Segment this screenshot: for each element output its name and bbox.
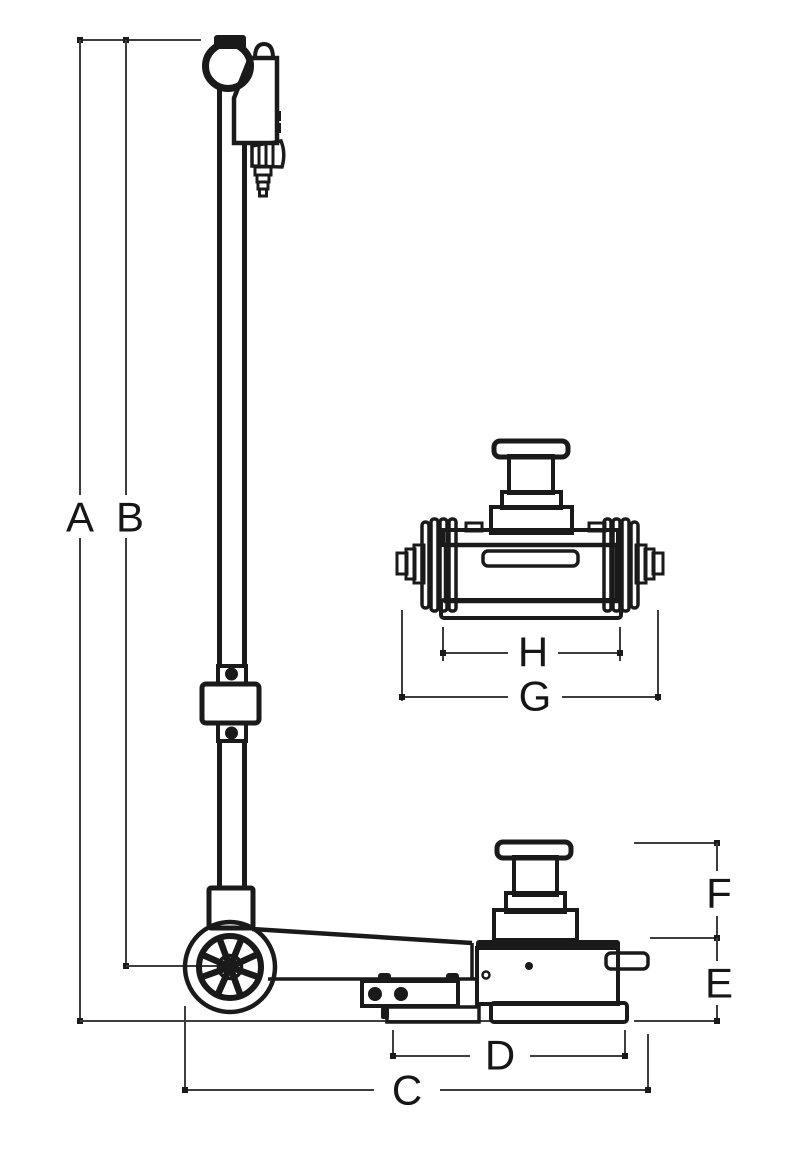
bracket-bolt [394, 987, 408, 1001]
right-axle [634, 543, 665, 585]
right-wheel-front [602, 517, 640, 613]
dimension-C: C [182, 1006, 651, 1114]
body-dot [525, 962, 533, 970]
dimension-label-A: A [66, 494, 94, 541]
handle-tube-upper [217, 88, 247, 668]
bracket-bolt [368, 987, 382, 1001]
grip-top-cap [214, 35, 246, 49]
bracket-tab [446, 973, 459, 982]
dimension-label-B: B [116, 494, 144, 541]
left-axle [395, 543, 426, 585]
valve-dome [253, 41, 275, 59]
saddle-side [492, 839, 579, 942]
jack-front-view [395, 438, 665, 620]
wheel-axle-ring [216, 953, 244, 981]
saddle-stem [512, 855, 559, 897]
valve-ridge [275, 123, 281, 133]
saddle-cap [491, 438, 571, 460]
saddle-cap [494, 839, 574, 861]
jack-body-side [475, 940, 650, 1024]
lower-lock-pin [225, 726, 238, 740]
lift-arm-top-edge [251, 926, 473, 946]
wheel-tire [182, 919, 278, 1015]
handle-socket [206, 885, 256, 931]
dimension-G: G [399, 610, 661, 720]
chassis-base-plate [385, 1005, 481, 1024]
dimension-A: A [66, 37, 628, 1024]
dimension-D: D [390, 1030, 628, 1079]
body-shell [475, 946, 620, 1006]
lower-collar [216, 721, 248, 743]
front-body-shell [443, 542, 620, 604]
dimension-H: H [440, 627, 623, 676]
arm-pivot-pin [481, 970, 491, 980]
coupling-block [199, 681, 262, 726]
saddle-stem [507, 454, 555, 495]
dimension-label-D: D [485, 1032, 515, 1079]
handle-grip-ring [202, 40, 254, 92]
collar-bump [464, 521, 484, 533]
dimension-label-G: G [519, 673, 552, 720]
handle-tube-lower [217, 741, 247, 890]
saddle-ext-block-2 [492, 908, 579, 942]
wheel-hub-rim [196, 933, 264, 1001]
saddle-front [489, 438, 574, 535]
wheel-axle-center [225, 962, 235, 972]
dimension-F: F [634, 840, 732, 938]
dimension-label-C: C [392, 1067, 422, 1114]
bracket-tab [378, 973, 391, 982]
valve-body [231, 55, 280, 146]
dimension-label-H: H [518, 629, 548, 676]
front-wheel [182, 919, 278, 1015]
left-wheel-front [420, 517, 458, 613]
upper-lock-pin [225, 667, 238, 681]
valve-ridge [275, 111, 281, 121]
front-body-slot [481, 549, 580, 568]
dimension-label-F: F [706, 870, 732, 917]
handle-control-head [202, 35, 286, 198]
dimension-E: E [634, 935, 733, 1024]
dimension-label-E: E [705, 960, 733, 1007]
wheel-spokes [200, 938, 260, 996]
air-coupler-knob [250, 139, 286, 169]
chassis-and-arm [251, 926, 481, 1024]
jack-side-view [182, 35, 650, 1024]
dimension-B: B [116, 40, 231, 969]
body-top-collar [476, 940, 620, 950]
handle-coupling-block [199, 664, 262, 743]
tow-handle-tab [604, 951, 650, 971]
body-base-plate [489, 1001, 629, 1024]
